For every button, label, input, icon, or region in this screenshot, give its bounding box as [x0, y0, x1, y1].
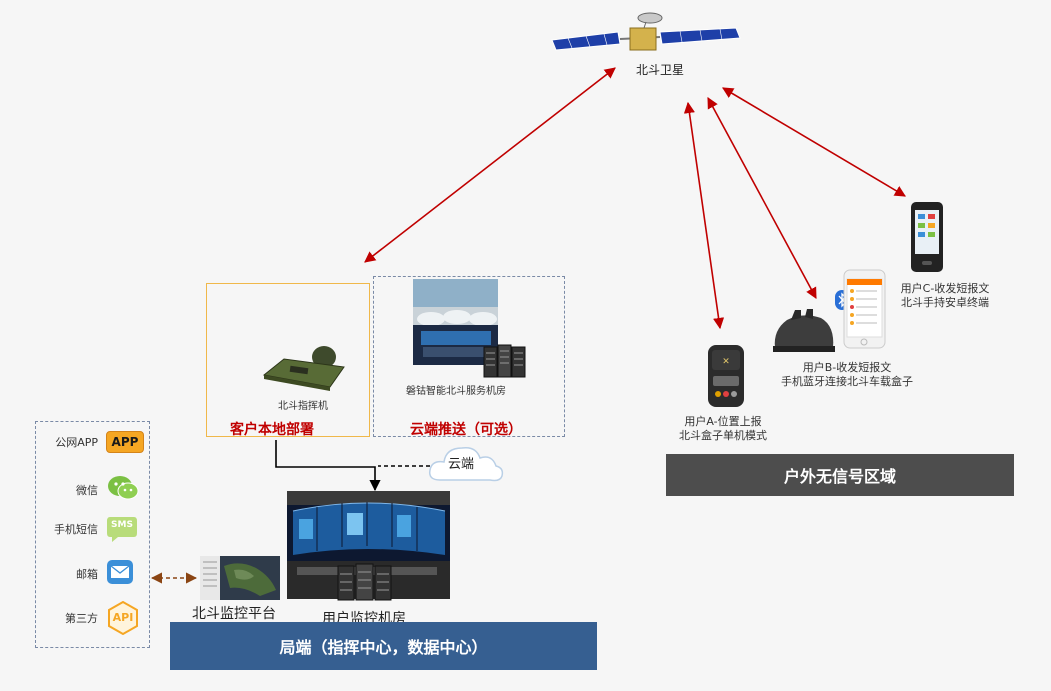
user-b-line1: 用户B-收发短报文 — [802, 361, 892, 374]
channel-wechat: 微信 — [36, 473, 140, 507]
outdoor-banner: 户外无信号区域 — [666, 454, 1014, 496]
channel-name: 公网APP — [55, 436, 98, 449]
channels-panel — [35, 421, 150, 648]
arrow-satellite-local — [364, 67, 616, 263]
server-racks-icon — [482, 343, 528, 379]
cloud-icon — [426, 440, 506, 484]
cloud-label: 云端 — [448, 457, 475, 472]
beidou-box-icon: ✕ — [707, 344, 745, 408]
sms-icon: SMS — [106, 515, 138, 543]
channel-name: 手机短信 — [54, 523, 98, 536]
cloud-server-label: 磐钴智能北斗服务机房 — [406, 386, 506, 397]
wechat-icon — [106, 473, 140, 507]
monitoring-platform-icon — [200, 556, 280, 600]
channel-api: 第三方 API — [36, 601, 140, 635]
user-a-line2: 北斗盒子单机模式 — [679, 429, 767, 442]
sms-badge: SMS — [111, 520, 133, 530]
channel-name: 微信 — [76, 484, 98, 497]
phone-icon — [843, 269, 886, 349]
channel-name: 第三方 — [65, 612, 98, 625]
channel-name: 邮箱 — [76, 568, 98, 581]
api-badge: API — [112, 611, 134, 624]
svg-text:✕: ✕ — [722, 357, 730, 367]
room-server-racks-icon — [336, 562, 394, 602]
vehicle-box-icon — [771, 308, 837, 354]
command-terminal-label: 北斗指挥机 — [278, 401, 328, 412]
local-deploy-box — [206, 283, 370, 437]
arrow-satellite-user-b — [707, 97, 817, 299]
user-b-line2: 手机蓝牙连接北斗车载盒子 — [781, 375, 913, 388]
user-c-line2: 北斗手持安卓终端 — [901, 296, 989, 309]
user-a-line1: 用户A-位置上报 — [684, 415, 762, 428]
channel-sms: 手机短信 SMS — [36, 515, 138, 543]
channel-app: 公网APP APP — [36, 431, 144, 453]
channel-mail: 邮箱 — [36, 559, 134, 589]
api-icon: API — [106, 601, 140, 635]
monitoring-room-label: 用户监控机房 — [322, 611, 406, 622]
local-deploy-title: 客户本地部署 — [230, 422, 314, 438]
command-terminal-icon — [262, 345, 347, 393]
handheld-terminal-icon — [910, 201, 944, 273]
user-c-line1: 用户C-收发短报文 — [900, 282, 990, 295]
arrow-local-to-bureau — [275, 440, 381, 492]
cloud-push-title: 云端推送（可选） — [410, 422, 522, 438]
mail-icon — [106, 559, 134, 589]
arrow-satellite-user-c — [722, 87, 906, 197]
cloud-push-box — [373, 276, 565, 437]
satellite-icon — [551, 12, 741, 51]
arrow-satellite-user-a — [683, 101, 725, 330]
app-icon: APP — [106, 431, 144, 453]
satellite — [548, 10, 748, 60]
satellite-label: 北斗卫星 — [636, 63, 685, 77]
bureau-banner: 局端（指挥中心，数据中心） — [170, 622, 597, 670]
monitoring-platform-label: 北斗监控平台 — [192, 606, 276, 622]
